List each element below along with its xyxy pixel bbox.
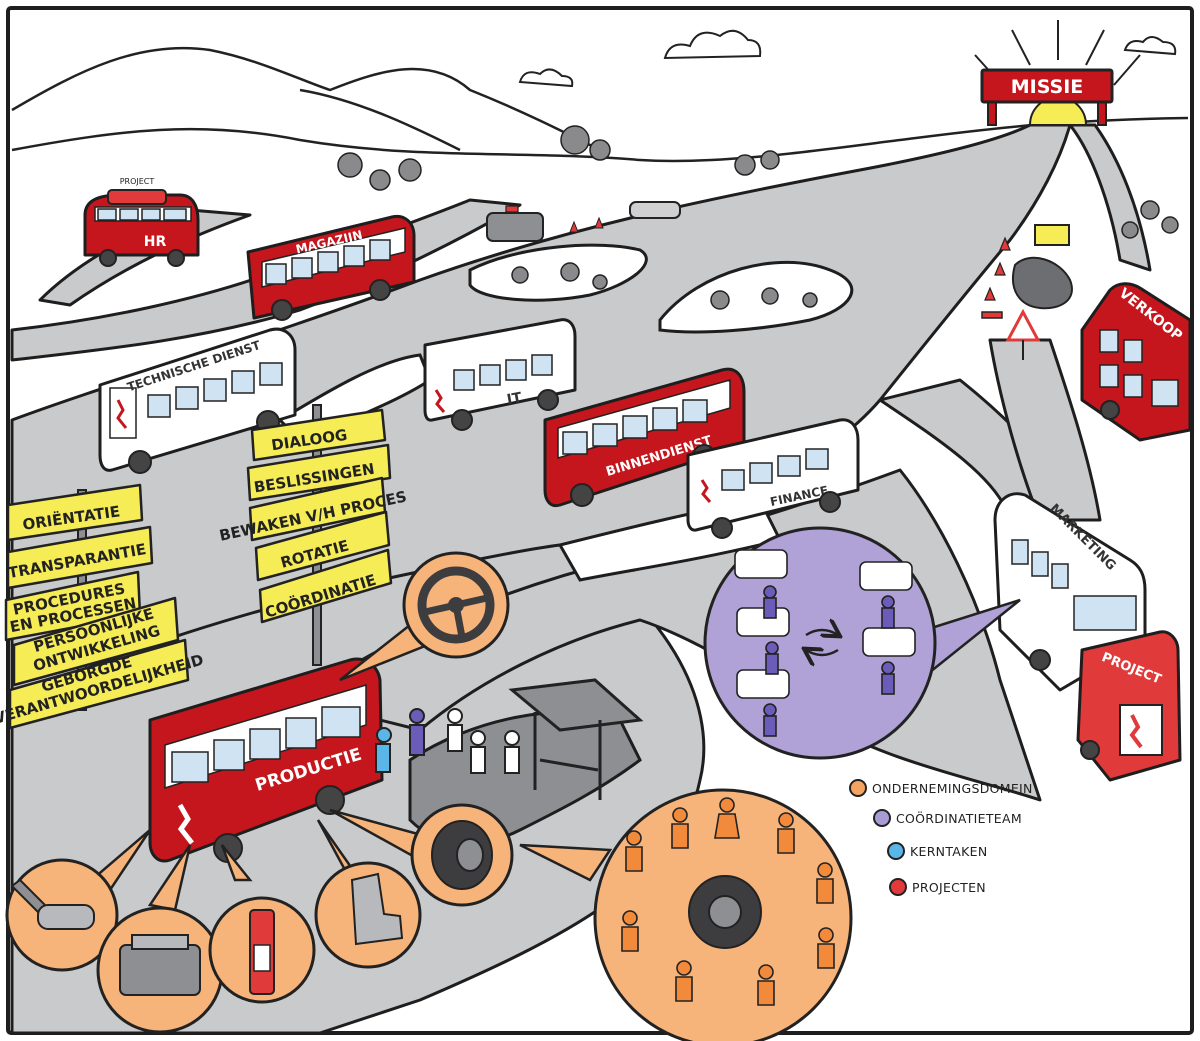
- road-works: [981, 224, 1073, 360]
- it-label: IT: [506, 390, 524, 408]
- bus-shelter: [508, 678, 644, 800]
- signpost-left: ORIËNTATIE TRANSPARANTIE PROCEDURES EN P…: [0, 483, 206, 730]
- trees: [337, 125, 1179, 310]
- tyre-small-icon: [431, 820, 493, 890]
- bus-it[interactable]: IT: [423, 318, 577, 431]
- bus-project[interactable]: PROJECT: [1076, 630, 1182, 782]
- bus-hr[interactable]: PROJECT HR: [83, 177, 200, 267]
- steering-wheel-bubble: [339, 551, 510, 682]
- seat-icon: [350, 872, 404, 946]
- domain-bubble: [519, 788, 853, 1041]
- parts-bubbles: [5, 803, 514, 1034]
- accident-scene: [486, 201, 681, 242]
- waiting-passengers: [375, 708, 520, 774]
- bus-finance[interactable]: FINANCE: [686, 418, 860, 539]
- legend-swatch-core: [887, 842, 905, 860]
- bus-magazijn[interactable]: MAGAZIJN: [246, 214, 416, 321]
- bus-verkoop[interactable]: VERKOOP: [1080, 282, 1192, 442]
- exhaust-icon: [10, 878, 95, 930]
- bus-productie[interactable]: PRODUCTIE: [148, 657, 384, 863]
- tyre-icon: [688, 875, 762, 949]
- mission-label: MISSIE: [1011, 76, 1084, 98]
- engine-icon: [119, 934, 201, 996]
- clouds: [518, 29, 1177, 88]
- steering-wheel-icon: [417, 566, 495, 644]
- legend-label-domain: ONDERNEMINGSDOMEIN: [872, 781, 1033, 796]
- mission-gate: MISSIE: [974, 20, 1141, 126]
- hills: [11, 46, 1189, 163]
- legend-swatch-team: [873, 809, 891, 827]
- hr-label: HR: [144, 234, 167, 250]
- legend-label-core: KERNTAKEN: [910, 844, 988, 859]
- legend-swatch-projects: [889, 878, 907, 896]
- legend-label-projects: PROJECTEN: [912, 880, 986, 895]
- rotation-arrows-icon: [806, 630, 838, 655]
- legend-label-team: COÖRDINATIETEAM: [896, 810, 1022, 826]
- legend-swatch-domain: [849, 779, 867, 797]
- shock-absorber-icon: [249, 909, 275, 995]
- legend: ONDERNEMINGSDOMEIN COÖRDINATIETEAM KERNT…: [849, 779, 1033, 896]
- hr-roof-label: PROJECT: [120, 177, 155, 186]
- coordination-team-bubble: [703, 526, 1021, 760]
